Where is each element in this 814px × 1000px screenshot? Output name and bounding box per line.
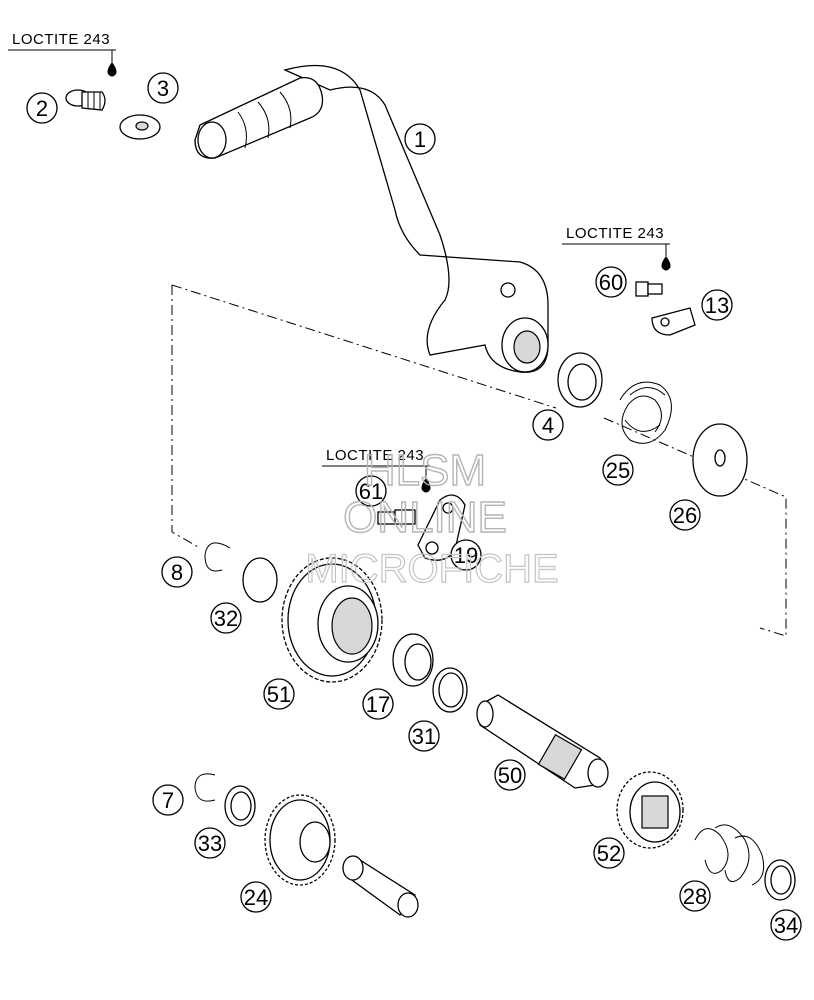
shaft-washer-part xyxy=(432,667,468,713)
assembly-outline-top xyxy=(171,284,557,409)
callout-28: 28 xyxy=(679,880,711,912)
assembly-outline xyxy=(171,285,201,549)
gear-pin-part xyxy=(342,855,419,918)
disc-part xyxy=(692,423,748,497)
callout-50-label: 50 xyxy=(498,763,522,788)
callout-8: 8 xyxy=(161,556,193,588)
ratchet-spring-part xyxy=(694,824,765,886)
small-washer-part xyxy=(224,785,256,827)
spacer-ring-part xyxy=(557,352,603,408)
callout-13-label: 13 xyxy=(705,293,729,318)
callout-34: 34 xyxy=(770,909,802,941)
thrust-washer-part xyxy=(242,557,278,603)
callout-1: 1 xyxy=(404,123,436,155)
idler-gear-part xyxy=(264,794,336,886)
callout-31: 31 xyxy=(408,720,440,752)
ratchet-part xyxy=(616,771,684,849)
callout-61-label: 61 xyxy=(359,479,383,504)
callout-1-label: 1 xyxy=(414,127,426,152)
callout-7-label: 7 xyxy=(162,788,174,813)
callout-2-label: 2 xyxy=(36,96,48,121)
callout-24-label: 24 xyxy=(244,885,268,910)
stop-plate-part xyxy=(417,494,466,561)
kick-spring-part xyxy=(619,381,672,444)
watermark-line-2: ONLINE xyxy=(343,493,507,542)
callout-60-label: 60 xyxy=(599,270,623,295)
callout-28-label: 28 xyxy=(683,884,707,909)
bracket-part xyxy=(651,307,696,336)
circlip-small-part xyxy=(194,773,216,802)
loctite-label-3: LOCTITE 243 xyxy=(322,447,431,493)
callout-4: 4 xyxy=(532,409,564,441)
callout-17: 17 xyxy=(362,688,394,720)
loctite-drop-icon xyxy=(107,62,117,77)
watermark-line-3: MICROFICHE xyxy=(305,547,558,591)
watermark-line-1: HLSM xyxy=(364,446,486,495)
loctite-label-1: LOCTITE 243 xyxy=(8,31,117,77)
callout-2: 2 xyxy=(26,92,58,124)
end-washer-part xyxy=(764,859,796,901)
callout-25-label: 25 xyxy=(606,458,630,483)
loctite-label-3-text: LOCTITE 243 xyxy=(326,447,424,464)
screw-pair-part xyxy=(377,509,416,525)
callout-50: 50 xyxy=(494,759,526,791)
assembly-outline-right xyxy=(603,417,787,637)
callout-13: 13 xyxy=(701,289,733,321)
callout-7: 7 xyxy=(152,784,184,816)
kick-shaft-part xyxy=(476,694,609,789)
callout-8-label: 8 xyxy=(171,560,183,585)
needle-bearing-part xyxy=(392,633,434,687)
bolt-part xyxy=(635,281,663,297)
callout-24: 24 xyxy=(240,881,272,913)
callout-3: 3 xyxy=(147,72,179,104)
callout-52-label: 52 xyxy=(597,841,621,866)
callout-52: 52 xyxy=(593,837,625,869)
callout-32-label: 32 xyxy=(214,606,238,631)
callout-4-label: 4 xyxy=(542,413,554,438)
callout-17-label: 17 xyxy=(366,692,390,717)
callout-25: 25 xyxy=(602,454,634,486)
callout-32: 32 xyxy=(210,602,242,634)
callout-3-label: 3 xyxy=(157,76,169,101)
loctite-label-2-text: LOCTITE 243 xyxy=(566,225,664,242)
callout-33-label: 33 xyxy=(198,831,222,856)
watermark: HLSM ONLINE MICROFICHE xyxy=(305,445,560,591)
loctite-label-2: LOCTITE 243 xyxy=(562,225,671,271)
screw-part xyxy=(65,89,106,111)
intermediate-gear-part xyxy=(281,557,383,683)
callout-19-label: 19 xyxy=(454,543,478,568)
callout-33: 33 xyxy=(194,827,226,859)
callout-19: 19 xyxy=(450,539,482,571)
loctite-drop-icon xyxy=(661,256,671,271)
loctite-label-1-text: LOCTITE 243 xyxy=(12,31,110,48)
washer-part xyxy=(119,114,161,140)
callout-60: 60 xyxy=(595,266,627,298)
callout-26-label: 26 xyxy=(673,503,697,528)
callout-51-label: 51 xyxy=(267,682,291,707)
callout-34-label: 34 xyxy=(774,913,798,938)
callout-26: 26 xyxy=(669,499,701,531)
callout-61: 61 xyxy=(355,475,387,507)
callout-51: 51 xyxy=(263,678,295,710)
circlip-part xyxy=(204,542,231,572)
loctite-drop-icon xyxy=(421,478,431,493)
callout-31-label: 31 xyxy=(412,724,436,749)
kick-lever-part xyxy=(194,64,549,373)
